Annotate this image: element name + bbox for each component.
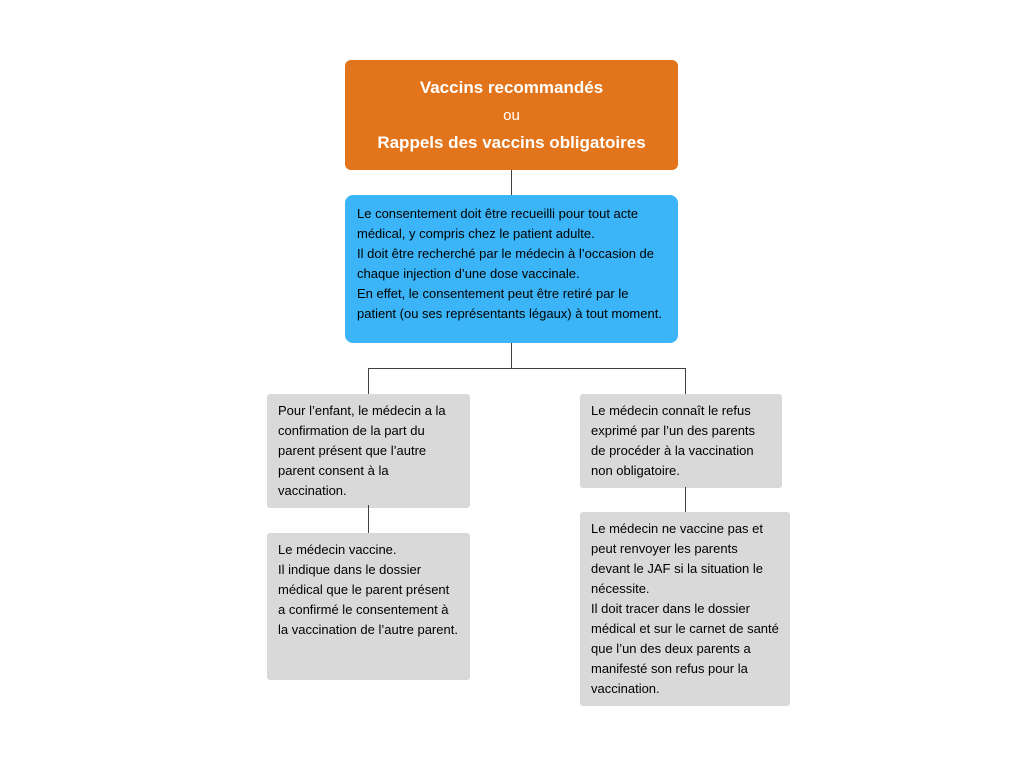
left-condition-text: Pour l’enfant, le médecin a la confirmat…: [278, 403, 446, 498]
left-outcome-text: Le médecin vaccine. Il indique dans le d…: [278, 542, 458, 637]
consent-box: Le consentement doit être recueilli pour…: [345, 195, 678, 343]
connector-root-to-consent: [511, 170, 512, 196]
connector-right-drop: [685, 368, 686, 395]
connector-branch-horizontal: [368, 368, 686, 369]
connector-right-condition-to-outcome: [685, 487, 686, 512]
connector-consent-down: [511, 343, 512, 369]
consent-text: Le consentement doit être recueilli pour…: [357, 206, 662, 321]
right-condition-text: Le médecin connaît le refus exprimé par …: [591, 403, 756, 478]
left-outcome-box: Le médecin vaccine. Il indique dans le d…: [267, 533, 470, 680]
root-title-line2: ou: [503, 106, 520, 124]
left-condition-box: Pour l’enfant, le médecin a la confirmat…: [267, 394, 470, 508]
root-box: Vaccins recommandés ou Rappels des vacci…: [345, 60, 678, 170]
right-condition-box: Le médecin connaît le refus exprimé par …: [580, 394, 782, 488]
root-title-line3: Rappels des vaccins obligatoires: [377, 132, 646, 152]
root-title-line1: Vaccins recommandés: [419, 77, 604, 97]
right-outcome-box: Le médecin ne vaccine pas et peut renvoy…: [580, 512, 790, 706]
connector-left-drop: [368, 368, 369, 395]
connector-left-condition-to-outcome: [368, 505, 369, 533]
right-outcome-text: Le médecin ne vaccine pas et peut renvoy…: [591, 521, 779, 696]
